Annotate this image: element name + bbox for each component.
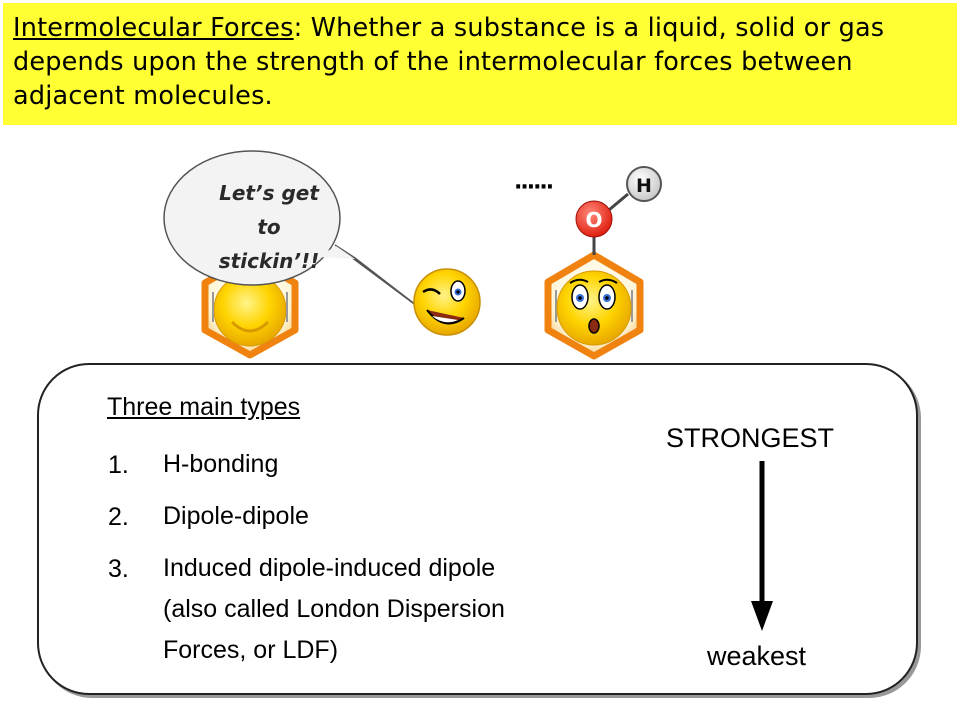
illustration: Let’s get to stickin’!! O H <box>163 150 662 360</box>
oxygen-atom: O <box>575 200 613 238</box>
bubble-line-1: Let’s get <box>219 181 320 205</box>
speech-bubble: Let’s get to stickin’!! <box>163 150 426 313</box>
item-2-number: 2. <box>108 503 129 531</box>
oxygen-label: O <box>585 208 602 232</box>
title-description: : Whether a substance is a liquid, solid… <box>13 13 885 111</box>
strongest-label: STRONGEST <box>666 423 835 453</box>
hydrogen-bond-dots: ······ <box>514 175 553 200</box>
title-text: Intermolecular Forces: Whether a substan… <box>13 11 948 113</box>
phenol-molecule <box>544 192 644 360</box>
item-3-line-2: (also called London Dispersion <box>163 595 505 623</box>
weakest-label: weakest <box>707 641 807 671</box>
title-banner: Intermolecular Forces: Whether a substan… <box>3 3 957 125</box>
item-1-number: 1. <box>108 451 129 479</box>
hydrogen-atom: H <box>626 166 662 202</box>
item-3-number: 3. <box>108 555 129 583</box>
bubble-line-2: to <box>257 215 281 239</box>
bubble-line-3: stickin’!! <box>219 249 319 273</box>
strength-arrow-icon <box>751 461 773 631</box>
item-3-line-3: Forces, or LDF) <box>163 636 339 664</box>
hydrogen-label: H <box>636 175 652 197</box>
winking-smiley-icon <box>413 268 481 336</box>
item-2-text: Dipole-dipole <box>163 502 309 530</box>
item-1-text: H-bonding <box>163 450 279 478</box>
title-term: Intermolecular Forces <box>13 13 294 43</box>
types-panel: Three main types 1. H-bonding 2. Dipole-… <box>37 363 918 695</box>
item-3-line-1: Induced dipole-induced dipole <box>163 554 496 582</box>
types-title: Three main types <box>107 393 301 421</box>
